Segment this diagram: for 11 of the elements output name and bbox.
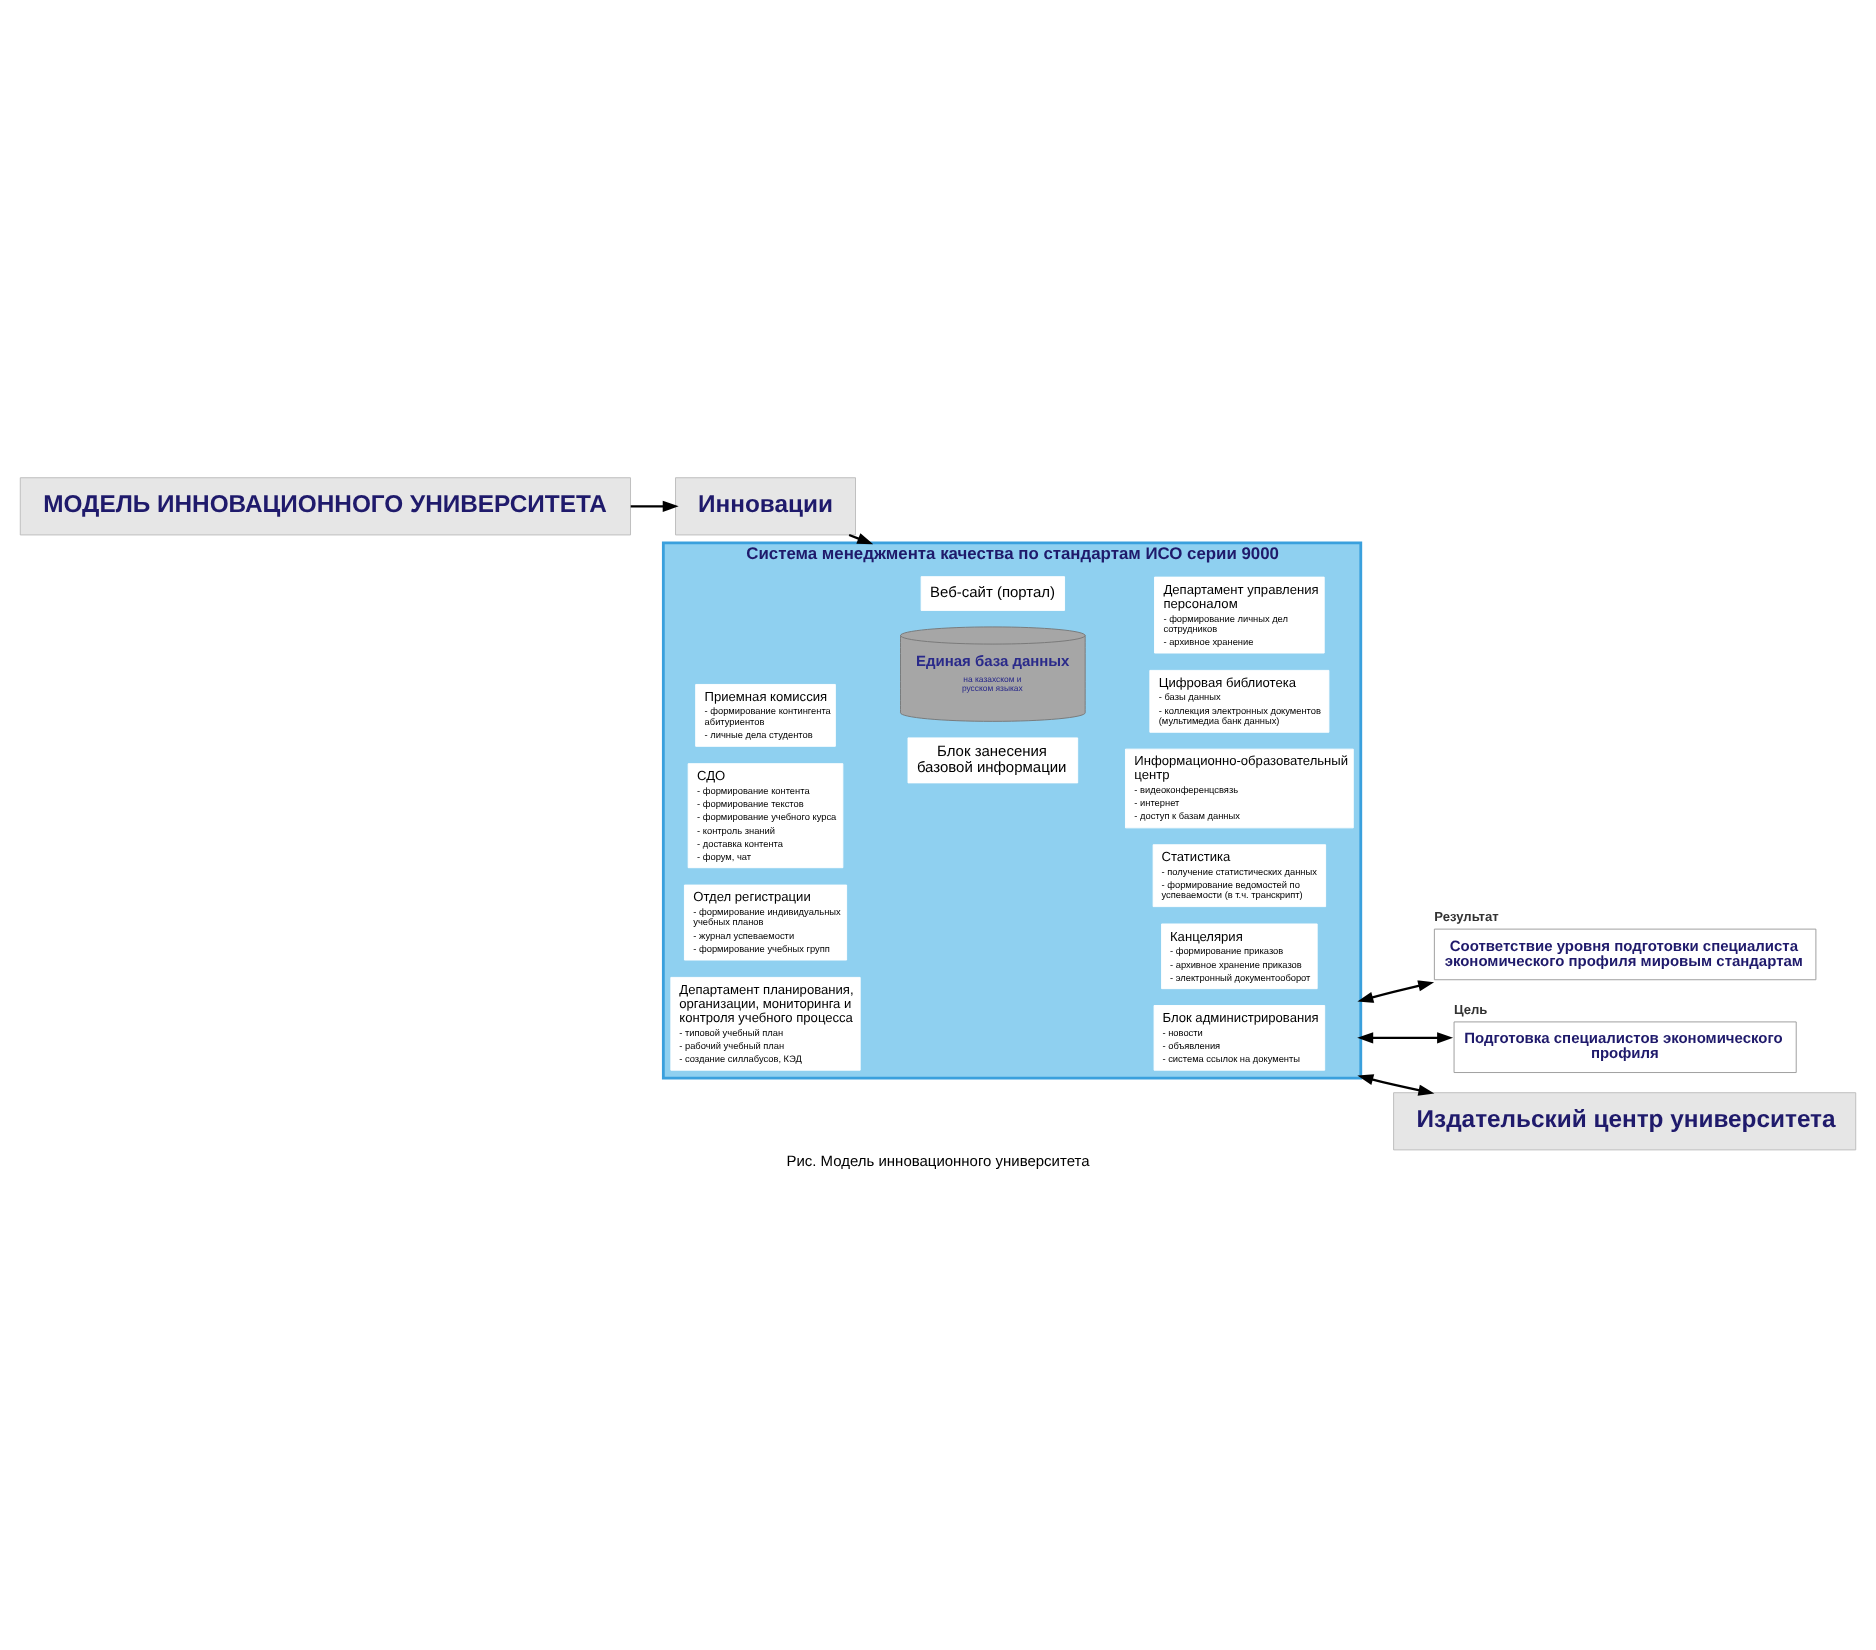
arrow bbox=[1357, 979, 1435, 1002]
node-box: Блок занесения базовой информации bbox=[907, 736, 1079, 783]
arrow bbox=[630, 499, 679, 511]
node-box: Инновации bbox=[675, 476, 856, 535]
arrow bbox=[848, 532, 874, 544]
arrow bbox=[1357, 1073, 1435, 1095]
node-box: МОДЕЛЬ ИННОВАЦИОННОГО УНИВЕРСИТЕТА bbox=[19, 476, 631, 535]
caption: Рис. Модель инновационного университета bbox=[786, 1150, 1090, 1169]
node-box: Издательский центр университета bbox=[1393, 1091, 1857, 1150]
node-box: Веб-сайт (портал) bbox=[920, 575, 1065, 610]
arrow bbox=[1357, 1031, 1454, 1043]
